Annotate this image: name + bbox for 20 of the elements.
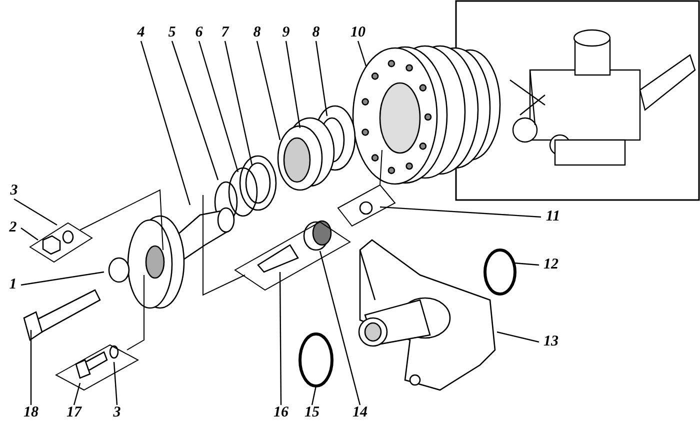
- leader-line: [256, 40, 281, 140]
- leader-line: [357, 40, 367, 66]
- leader-line: [14, 198, 58, 226]
- leader-line: [496, 331, 540, 343]
- leader-line: [285, 40, 301, 128]
- leader-line: [380, 206, 542, 218]
- leader-line: [20, 271, 104, 286]
- leader-line: [198, 40, 239, 172]
- leader-line: [140, 40, 191, 206]
- leader-line: [279, 272, 282, 405]
- leader-line: [73, 382, 81, 406]
- leader-line: [30, 330, 32, 405]
- leader-line: [311, 386, 317, 406]
- leader-line: [171, 40, 219, 180]
- leader-line: [20, 228, 38, 240]
- leader-line: [319, 250, 361, 406]
- leader-line: [224, 40, 253, 166]
- leader-line: [113, 362, 118, 406]
- leader-line: [315, 40, 328, 116]
- leader-line: [514, 262, 540, 266]
